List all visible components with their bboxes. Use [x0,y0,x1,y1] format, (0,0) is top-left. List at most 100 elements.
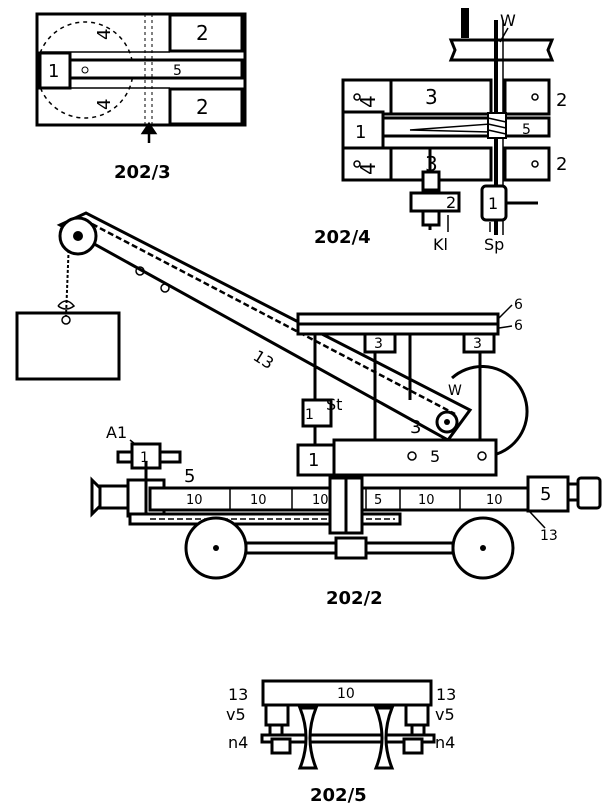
rail-label-10-e: 10 [486,493,503,508]
label-v5-right: v5 [435,705,455,724]
pulley-hub [73,231,83,241]
label-4-bottom: 4 [94,99,115,110]
label-5: 5 [522,122,531,138]
hole [531,160,539,168]
block-3-top [389,78,493,116]
leader-13 [529,511,546,529]
crank-handle [461,8,469,38]
arrow-up-icon [140,121,158,143]
label-n4-left: n4 [228,733,248,752]
label-10: 10 [337,686,355,702]
block-3-bottom [389,146,493,182]
label-1-a1: 1 [140,450,149,466]
label-1: 1 [355,122,366,143]
rail-label-10-a: 10 [186,493,203,508]
figure-202-3: 1 2 2 4 4 5 202/3 [35,12,247,183]
hole [407,451,417,461]
lower-rod [128,512,402,526]
hole [531,93,539,101]
label-6-a: 6 [514,297,523,313]
hole [353,93,361,101]
block-4-bottom [341,146,393,182]
boom-rope [91,222,456,416]
block-1-body [296,443,336,477]
label-5-end: 5 [540,484,551,505]
left-bracket [264,703,290,727]
caption-202-5: 202/5 [310,785,367,806]
block-1 [341,110,385,150]
hole [353,160,361,168]
boom-hole [160,283,170,293]
plate-6-bottom [296,322,500,336]
label-13-boom: 13 [250,346,277,373]
label-n4-right: n4 [435,733,455,752]
label-1-body: 1 [308,450,319,471]
label-2-bottom: 2 [196,95,209,119]
label-a1: A1 [106,423,127,442]
label-3-bottom: 3 [425,152,438,176]
plate-10 [261,679,433,707]
hole [477,451,487,461]
wheel-left-hub [213,545,219,551]
label-3-a: 3 [374,336,383,352]
block-2-top [168,13,244,53]
axle [260,733,436,744]
rail-label-10-d: 10 [418,493,435,508]
label-5-body: 5 [430,447,440,466]
label-2-right-top: 2 [556,90,567,111]
label-2-kl: 2 [446,193,456,212]
label-3-b: 3 [473,336,482,352]
wheel-right-profile [373,706,395,770]
rail-label-10-c: 10 [312,493,329,508]
end-knob [576,476,602,510]
right-bracket [404,703,430,727]
figure-202-2: 13 6 6 3 3 W 1 St 3 1 5 A1 [15,211,602,609]
label-4-top: 4 [94,29,115,40]
strip-5 [381,116,551,138]
label-kl: Kl [433,235,448,254]
label-2-top: 2 [196,21,209,45]
coil-line [487,129,507,135]
hub-dot [81,66,89,74]
label-5: 5 [173,63,182,79]
label-1-sp: 1 [488,194,498,213]
winch-bar [448,38,555,62]
figure-202-5: 10 13 13 v5 v5 n4 n4 202/5 [226,679,456,806]
wheel-right-hub [480,545,486,551]
label-st: St [326,395,342,414]
label-4-top: 4 [356,95,380,108]
label-v5-left: v5 [226,705,246,724]
boom-hole [135,266,145,276]
block-2-right-top [503,78,551,116]
crank-hub [98,484,132,510]
rail-label-10-b: 10 [250,493,267,508]
label-13-right: 13 [436,685,456,704]
label-13-left: 13 [228,685,248,704]
label-2-right-bottom: 2 [556,154,567,175]
block-2-right-bottom [503,146,551,182]
leader-w [499,27,509,43]
label-4-bottom: 4 [356,162,380,175]
label-5-a1: 5 [184,466,195,487]
strip-5 [68,58,244,80]
coil-line [487,117,507,123]
collar-right [402,737,424,755]
caption-202-3: 202/3 [114,162,171,183]
label-3-top: 3 [425,85,438,109]
caption-202-2: 202/2 [326,588,383,609]
label-w: W [500,11,516,30]
axle-coupler [334,536,368,560]
winch-center [444,419,450,425]
block-2-bottom [168,87,244,126]
caption-202-4: 202/4 [314,227,371,248]
rope-knot [57,300,76,310]
coil-line [487,123,507,129]
rail-label-5: 5 [374,493,382,508]
figure-202-4: W 4 4 3 3 2 2 1 5 2 1 Kl [314,8,567,254]
leader-6b [498,325,513,329]
block-3-a [363,332,397,354]
block-1-st [301,398,333,428]
label-1: 1 [48,61,59,82]
